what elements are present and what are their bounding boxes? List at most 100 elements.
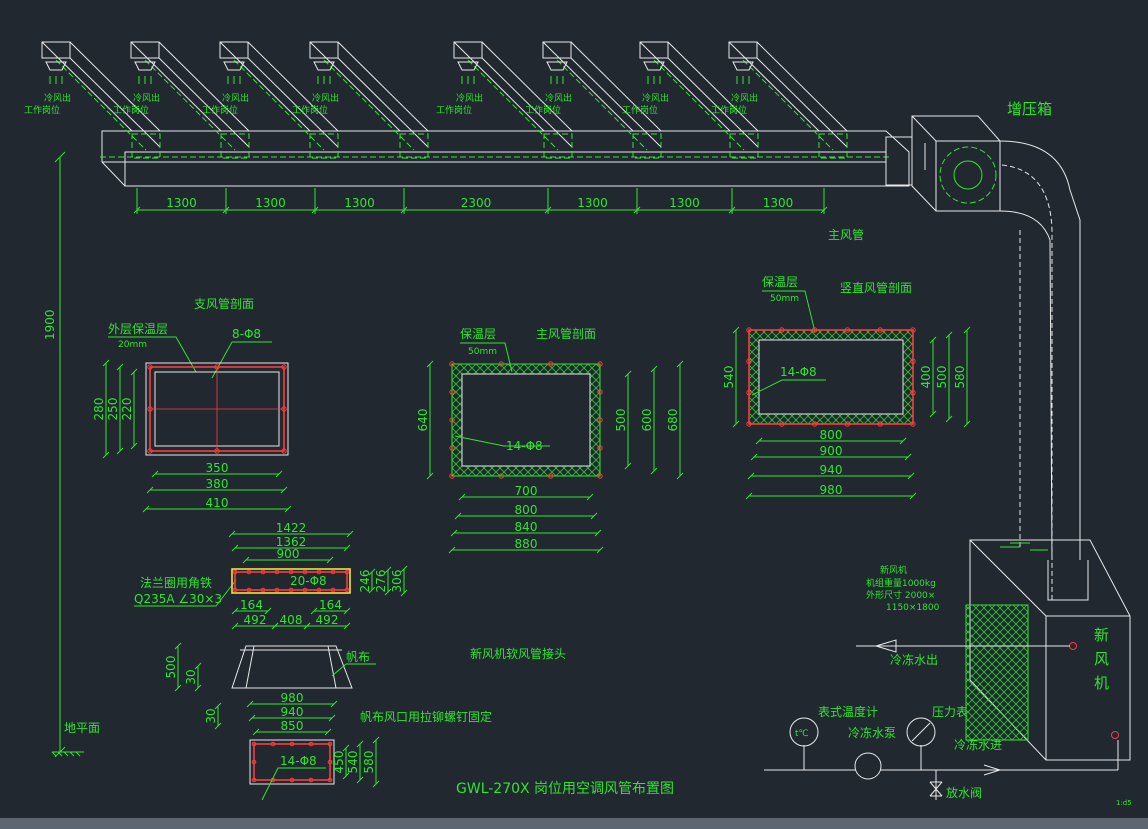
thermometer-symbol [789,717,819,747]
main-insulation-label: 保温层 [460,327,496,341]
bolt-hole [288,569,294,575]
flange-dim-w3: 900 [277,547,300,561]
vertical-section [746,327,916,427]
drawing-title: GWL-270X 岗位用空调风管布置图 [456,781,674,797]
bolt-hole [910,358,916,365]
vertical-dim-w3: 940 [820,463,843,477]
airflow-arrows-icon [227,76,241,84]
bolt-hole [844,421,851,427]
bolt-hole [547,361,554,367]
bolt-hole [281,364,287,370]
diffuser-icon [223,61,245,71]
bolt-hole [910,389,916,396]
outlet-label-line1: 冷风出 [642,92,669,104]
chw-out-label: 冷冻水出 [890,652,938,667]
branch-dim-w3: 410 [206,496,229,510]
bolt-hole [288,587,294,593]
diffuser-icon [546,61,568,71]
canvas-dim-gap: 30 [204,708,218,723]
bolt-hole [811,421,818,427]
flange-holes-label: 20-Φ8 [290,574,327,588]
outlet-frame [249,739,335,785]
branch-section [145,362,289,456]
outlet-label-line1: 冷风出 [456,92,483,104]
flange-frame [231,568,351,594]
diffuser-icon [457,61,479,71]
canvas-label: 帆布 [346,649,370,664]
unit-size-line2: 1150×1800 [886,603,940,613]
bolt-hole [746,389,752,396]
outlet-holes-label: 14-Φ8 [280,754,317,768]
main-insulation-thk: 50mm [468,347,497,357]
bolt-hole [910,421,916,427]
main-dim-h1: 500 [614,409,628,432]
pump-label: 冷冻水泵 [848,725,896,740]
bolt-hole [449,417,455,423]
vertical-dim-h2: 500 [935,366,949,389]
outlet-label-line2: 工作岗位 [113,104,149,116]
bolt-hole [214,448,220,454]
bolt-hole [877,421,883,427]
outlet-label-line2: 工作岗位 [436,104,472,116]
main-dim-w1: 700 [515,484,538,498]
canvas-joint [231,645,353,689]
outlet-dim-w3: 850 [281,719,304,733]
bolt-hole [274,587,280,593]
thermometer-symbol-text: t℃ [795,729,809,739]
diffuser-icon [313,61,335,71]
flange-dim-h3: 306 [390,570,404,593]
canvas-dim-h2: 30 [184,669,198,684]
bolt-hole [449,389,455,395]
branch-dim-h3: 220 [120,398,134,421]
airflow-arrows-icon [461,76,475,84]
unit-big-label: 新风机 [1094,626,1109,692]
drain-valve-label: 放水阀 [946,785,982,800]
bolt-hole [327,741,333,747]
bolt-hole [597,361,603,367]
bolt-hole [281,406,287,412]
status-bar [0,818,1148,829]
main-segment-dim: 1300 [577,196,608,210]
bolt-hole [316,587,322,593]
vertical-insulation-thk: 50mm [770,294,799,304]
bolt-hole [844,327,851,333]
bolt-hole [547,473,554,479]
fresh-air-unit [965,539,1131,761]
vertical-dim-h-left: 540 [722,366,736,389]
bolt-hole [251,759,257,765]
flange-dim-b2: 164 [319,598,342,612]
diffuser-icon [732,61,754,71]
branch-dim-w2: 380 [206,477,229,491]
outlet-label-line2: 工作岗位 [622,104,658,116]
bolt-hole [232,569,238,575]
bolt-hole [746,421,752,427]
soft-joint-title: 新风机软风管接头 [470,646,566,661]
outlet-label-line1: 冷风出 [133,92,160,104]
canvas-dim-h1: 500 [164,656,178,679]
bolt-hole [597,445,603,451]
flange-dim-c3: 492 [316,613,339,627]
main-segment-dim: 1300 [255,196,286,210]
outlet-label-line2: 工作岗位 [24,104,60,116]
main-dim-w4: 880 [515,537,538,551]
thermometer-label: 表式温度计 [818,704,878,719]
main-segment-dim: 1300 [344,196,375,210]
bolt-hole [246,587,252,593]
bolt-hole [597,389,603,395]
branch-holes-label: 8-Φ8 [232,327,261,341]
bolt-hole [260,587,266,593]
outlet-dim-w1: 980 [281,691,304,705]
pressure-gauge-symbol [906,717,936,747]
bolt-hole [270,741,276,747]
flange-dim-h1: 246 [358,570,372,593]
ground-label: 地平面 [64,721,100,735]
chilled-water-piping [764,639,1119,800]
bolt-hole [260,569,266,575]
branch-dim-w1: 350 [206,461,229,475]
